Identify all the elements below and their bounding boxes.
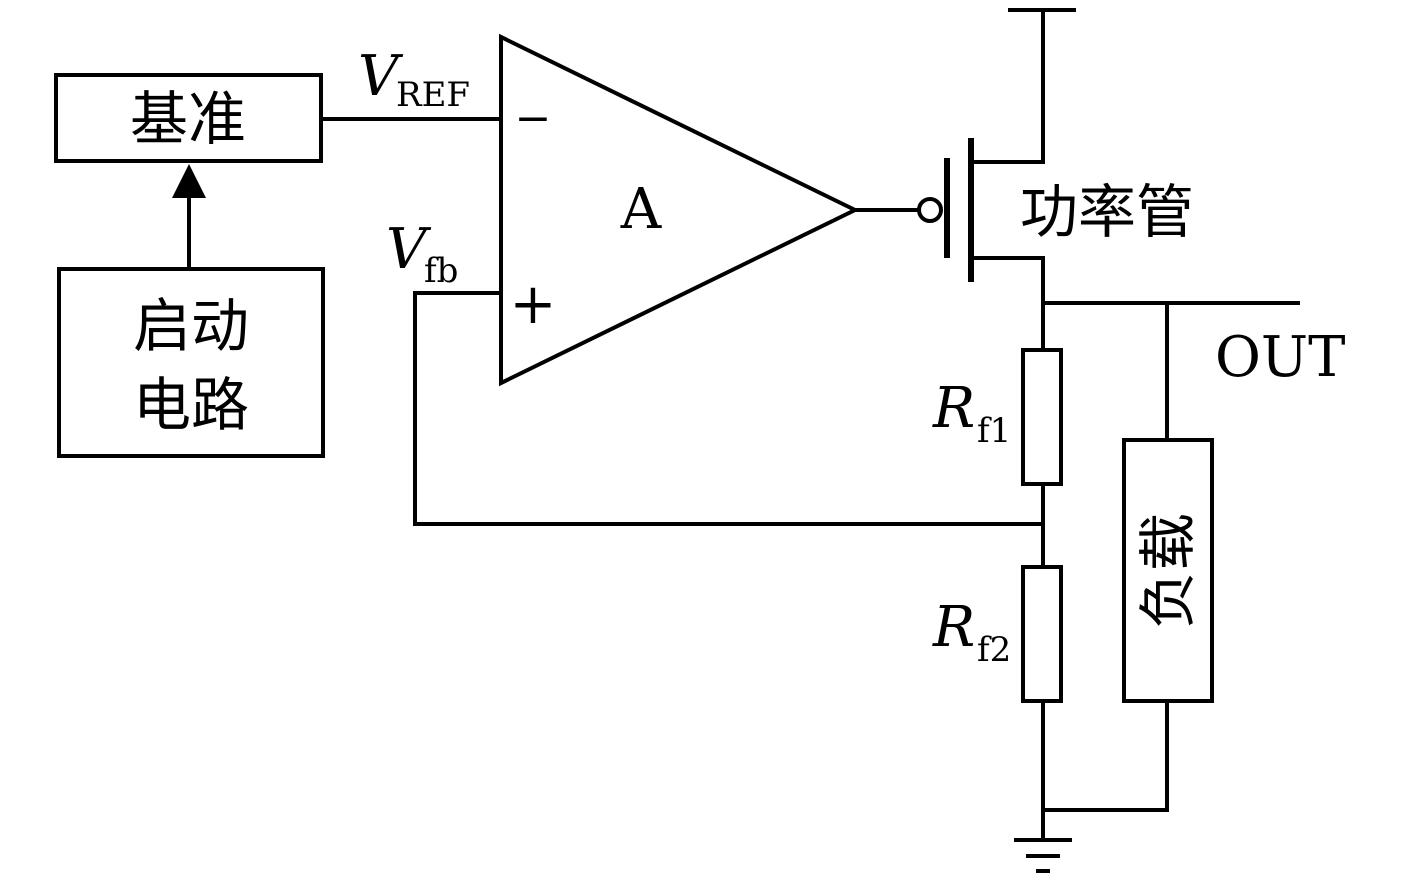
op-amp: − + A <box>499 33 860 387</box>
load-block: 负载 <box>1122 438 1214 703</box>
op-amp-minus: − <box>515 93 552 144</box>
power-transistor: 功率管 <box>917 8 1194 303</box>
rf1-label-main: R <box>932 376 975 441</box>
reference-block: 基准 <box>54 73 323 163</box>
out-label: OUT <box>1215 325 1345 390</box>
arrow-head <box>172 164 206 198</box>
rf2-label-main: R <box>932 595 975 660</box>
op-amp-triangle <box>499 33 860 387</box>
op-amp-plus: + <box>510 272 557 337</box>
reference-label: 基准 <box>130 85 246 153</box>
feedback-wire <box>413 291 1043 526</box>
startup-box <box>57 267 325 458</box>
rf1-label-sub: f1 <box>977 411 1011 451</box>
reference-box <box>54 73 323 163</box>
vfb-label-main: V <box>386 217 432 282</box>
transistor-label: 功率管 <box>1020 178 1194 246</box>
vref-label-main: V <box>358 44 404 109</box>
load-label: 负载 <box>1134 513 1202 629</box>
load-bottom-wire <box>1043 701 1169 812</box>
load-box <box>1122 438 1214 703</box>
gate-bubble <box>917 197 943 223</box>
rf2-body <box>1021 565 1063 703</box>
op-amp-label: A <box>620 177 662 242</box>
vfb-label: V fb <box>386 217 458 291</box>
vref-label-sub: REF <box>396 75 470 115</box>
rf1-body <box>1021 348 1063 486</box>
resistor-rf1: R f1 <box>932 348 1063 486</box>
vfb-label-sub: fb <box>424 251 458 291</box>
vref-label: V REF <box>358 44 470 115</box>
startup-label-line1: 启动 <box>133 292 249 360</box>
resistor-rf2: R f2 <box>932 565 1063 703</box>
source-wire <box>971 10 1045 164</box>
drain-wire <box>971 256 1045 303</box>
ground-icon <box>1014 838 1072 873</box>
startup-label-line2: 电路 <box>133 371 249 439</box>
startup-to-reference-arrow <box>172 164 206 269</box>
startup-block: 启动 电路 <box>57 267 325 458</box>
rf2-label-sub: f2 <box>977 630 1011 670</box>
